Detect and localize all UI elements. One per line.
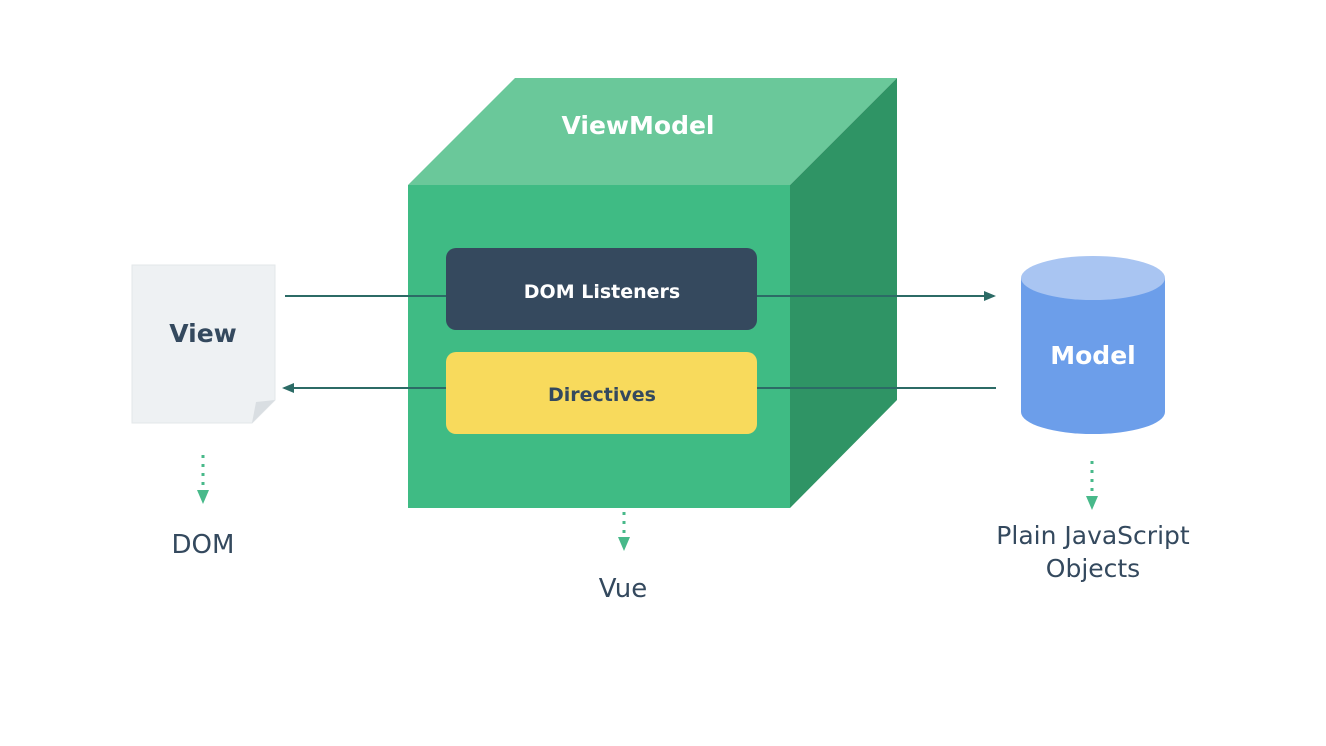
- view-label: View: [169, 319, 237, 348]
- directives-label: Directives: [548, 384, 656, 406]
- viewmodel-label: ViewModel: [561, 111, 714, 140]
- dom-listeners-label: DOM Listeners: [524, 281, 680, 303]
- view-caption: DOM: [172, 530, 235, 560]
- model-cylinder-icon: [1021, 256, 1165, 434]
- viewmodel-cube: [408, 78, 897, 508]
- model-caption-line2: Objects: [1046, 554, 1140, 583]
- viewmodel-caption: Vue: [599, 574, 648, 604]
- dom-listeners-box: [446, 248, 757, 330]
- model-label: Model: [1050, 341, 1135, 370]
- view-page-icon: [131, 264, 276, 424]
- directives-box: [446, 352, 757, 434]
- model-caption-line1: Plain JavaScript: [996, 521, 1190, 550]
